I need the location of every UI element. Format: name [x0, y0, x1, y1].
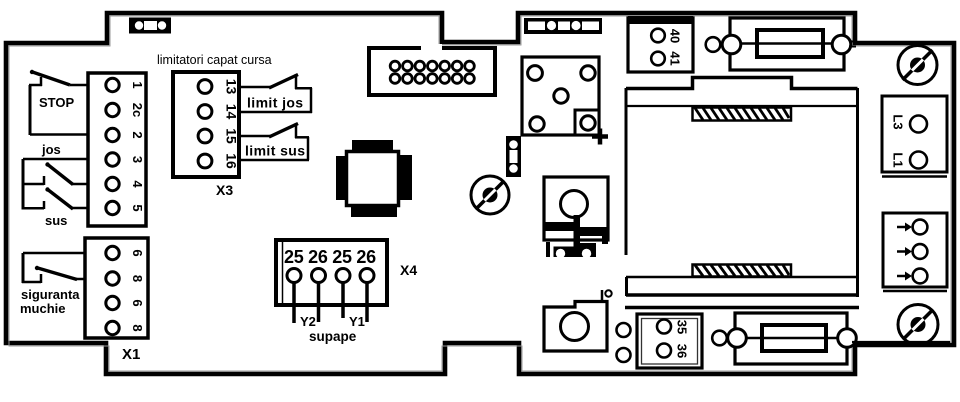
svg-text:limit sus: limit sus [245, 143, 305, 159]
svg-text:2c: 2c [130, 103, 145, 117]
svg-text:STOP: STOP [39, 95, 74, 110]
svg-text:L3: L3 [891, 114, 906, 129]
svg-text:36: 36 [675, 344, 690, 358]
svg-text:1: 1 [130, 81, 145, 88]
svg-text:Y1: Y1 [349, 314, 365, 329]
svg-text:X4: X4 [400, 262, 417, 278]
svg-text:siguranta: siguranta [21, 287, 80, 302]
svg-text:15: 15 [223, 128, 239, 144]
svg-text:13: 13 [223, 79, 239, 95]
svg-text:X1: X1 [122, 346, 140, 363]
svg-text:2: 2 [130, 131, 145, 138]
svg-text:16: 16 [223, 153, 239, 169]
svg-text:X3: X3 [216, 182, 233, 198]
svg-text:8: 8 [130, 324, 145, 331]
svg-text:muchie: muchie [20, 301, 66, 316]
svg-text:14: 14 [223, 104, 239, 120]
svg-text:40: 40 [668, 29, 683, 43]
svg-text:Y2: Y2 [300, 314, 316, 329]
svg-text:5: 5 [130, 204, 145, 211]
svg-text:limit jos: limit jos [247, 95, 304, 111]
svg-text:3: 3 [130, 156, 145, 163]
svg-text:jos: jos [41, 142, 61, 157]
svg-text:supape: supape [309, 329, 357, 344]
svg-text:35: 35 [675, 320, 690, 334]
svg-text:sus: sus [45, 213, 67, 228]
svg-text:limitatori capat cursa: limitatori capat cursa [157, 53, 272, 67]
svg-text:6: 6 [130, 299, 145, 306]
svg-text:L1: L1 [891, 152, 906, 167]
svg-text:6: 6 [130, 249, 145, 256]
svg-text:4: 4 [130, 180, 145, 188]
svg-text:8: 8 [130, 275, 145, 282]
svg-text:41: 41 [668, 51, 683, 65]
svg-text:25 26 25 26: 25 26 25 26 [284, 247, 376, 267]
